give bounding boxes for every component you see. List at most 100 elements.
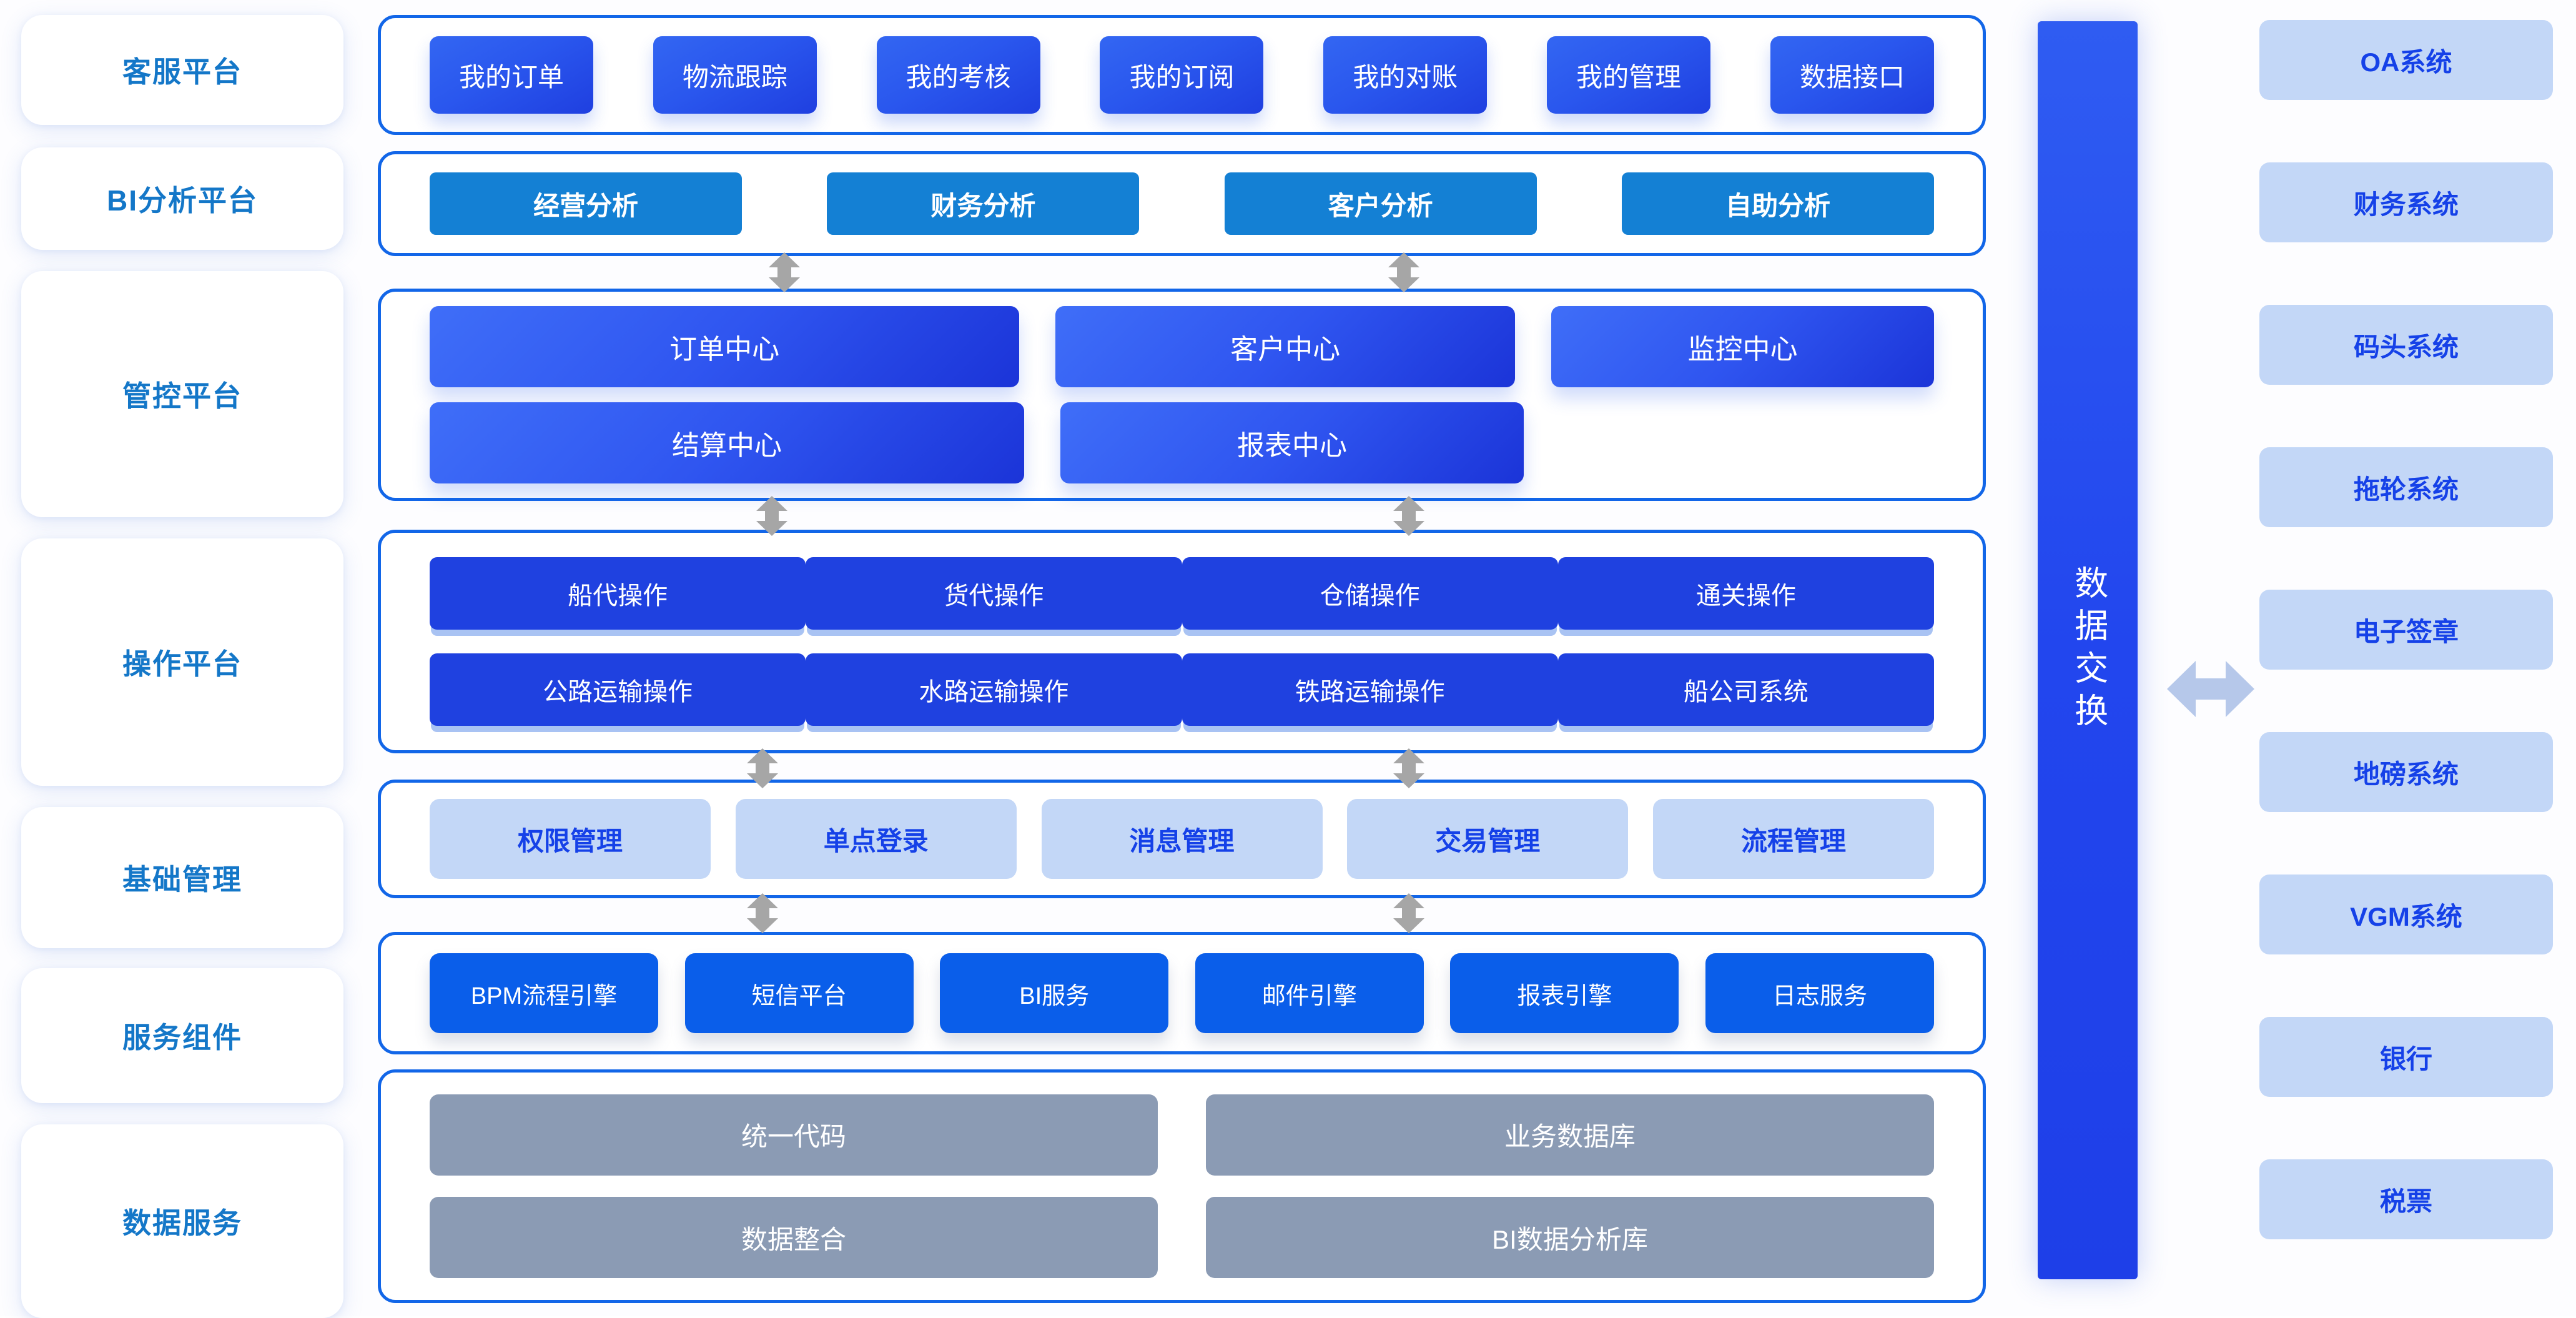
sidebar-item-customer-service[interactable]: 客服平台 (21, 15, 343, 125)
button-my-management[interactable]: 我的管理 (1547, 36, 1711, 114)
double-arrow-exchange-to-systems (2167, 650, 2254, 728)
button-my-subscription[interactable]: 我的订阅 (1100, 36, 1264, 114)
external-system-tugboat[interactable]: 拖轮系统 (2259, 447, 2553, 527)
button-waterway-transport-operation[interactable]: 水路运输操作 (806, 653, 1182, 726)
button-single-sign-on[interactable]: 单点登录 (735, 799, 1017, 879)
sidebar-item-control-platform[interactable]: 管控平台 (21, 271, 343, 517)
button-shipping-company-system[interactable]: 船公司系统 (1557, 653, 1934, 726)
button-label: 水路运输操作 (919, 678, 1069, 706)
button-mail-engine[interactable]: 邮件引擎 (1195, 953, 1424, 1033)
external-system-label: 财务系统 (2353, 189, 2459, 219)
button-label: 交易管理 (1435, 826, 1541, 856)
button-customer-center[interactable]: 客户中心 (1055, 306, 1516, 388)
external-system-label: VGM系统 (2350, 901, 2462, 931)
button-shipping-agency-operation[interactable]: 船代操作 (430, 557, 806, 630)
button-bi-service[interactable]: BI服务 (940, 953, 1169, 1033)
button-financial-analysis[interactable]: 财务分析 (827, 172, 1140, 235)
sidebar-item-bi-platform[interactable]: BI分析平台 (21, 147, 343, 250)
band-operation-platform: 船代操作 货代操作 仓储操作 通关操作 公路运输操作 水路运输操作 铁路运输操作… (378, 530, 1986, 753)
button-label: 报表中心 (1237, 430, 1347, 461)
button-my-orders[interactable]: 我的订单 (430, 36, 593, 114)
button-label: 我的订阅 (1129, 62, 1235, 92)
button-my-assessment[interactable]: 我的考核 (876, 36, 1040, 114)
external-system-bank[interactable]: 银行 (2259, 1017, 2553, 1097)
button-label: 日志服务 (1772, 983, 1867, 1009)
button-permission-management[interactable]: 权限管理 (430, 799, 711, 879)
button-label: 通关操作 (1695, 582, 1796, 610)
button-label: 数据接口 (1799, 62, 1905, 92)
button-label: 货代操作 (944, 582, 1044, 610)
external-system-oa[interactable]: OA系统 (2259, 20, 2553, 100)
external-system-terminal[interactable]: 码头系统 (2259, 305, 2553, 385)
sidebar-item-operation-platform[interactable]: 操作平台 (21, 538, 343, 786)
external-system-label: OA系统 (2360, 47, 2452, 77)
button-label: 自助分析 (1725, 191, 1830, 220)
button-transaction-management[interactable]: 交易管理 (1347, 799, 1629, 879)
data-exchange-bar[interactable]: 数据交换 (2038, 21, 2138, 1279)
button-bi-analysis-database[interactable]: BI数据分析库 (1206, 1197, 1934, 1279)
button-customs-clearance-operation[interactable]: 通关操作 (1557, 557, 1934, 630)
band-customer-service: 我的订单 物流跟踪 我的考核 我的订阅 我的对账 我的管理 数据接口 (378, 15, 1986, 135)
button-warehouse-operation[interactable]: 仓储操作 (1182, 557, 1558, 630)
external-system-label: 拖轮系统 (2353, 474, 2459, 504)
sidebar-item-label: 客服平台 (122, 56, 242, 88)
external-systems-column: OA系统 财务系统 码头系统 拖轮系统 电子签章 地磅系统 VGM系统 银行 税… (2259, 6, 2553, 1293)
external-system-vgm[interactable]: VGM系统 (2259, 875, 2553, 954)
sidebar-item-label: 数据服务 (122, 1207, 242, 1239)
button-label: 物流跟踪 (682, 62, 787, 92)
external-system-finance[interactable]: 财务系统 (2259, 162, 2553, 242)
button-customer-analysis[interactable]: 客户分析 (1224, 172, 1537, 235)
button-business-analysis[interactable]: 经营分析 (430, 172, 742, 235)
button-railway-transport-operation[interactable]: 铁路运输操作 (1182, 653, 1558, 726)
band-data-services: 统一代码 业务数据库 数据整合 BI数据分析库 (378, 1069, 1986, 1303)
button-freight-forwarding-operation[interactable]: 货代操作 (806, 557, 1182, 630)
button-label: 铁路运输操作 (1295, 678, 1445, 706)
button-bpm-process-engine[interactable]: BPM流程引擎 (430, 953, 658, 1033)
button-label: 船代操作 (568, 582, 668, 610)
button-label: 报表引擎 (1517, 983, 1612, 1009)
button-label: 我的管理 (1576, 62, 1682, 92)
button-settlement-center[interactable]: 结算中心 (430, 402, 1024, 483)
external-system-e-signature[interactable]: 电子签章 (2259, 590, 2553, 670)
button-label: 船公司系统 (1683, 678, 1809, 706)
button-report-center[interactable]: 报表中心 (1060, 402, 1524, 483)
band-bi-platform: 经营分析 财务分析 客户分析 自助分析 (378, 151, 1986, 256)
button-sms-platform[interactable]: 短信平台 (684, 953, 914, 1033)
sidebar-item-basic-management[interactable]: 基础管理 (21, 807, 343, 948)
button-process-management[interactable]: 流程管理 (1653, 799, 1934, 879)
button-message-management[interactable]: 消息管理 (1041, 799, 1323, 879)
sidebar-item-label: 管控平台 (122, 380, 242, 412)
button-label: 消息管理 (1129, 826, 1235, 856)
band-basic-management: 权限管理 单点登录 消息管理 交易管理 流程管理 (378, 780, 1986, 898)
button-unified-code[interactable]: 统一代码 (430, 1094, 1158, 1176)
button-label: 权限管理 (517, 826, 623, 856)
button-label: 流程管理 (1740, 826, 1846, 856)
button-data-interface[interactable]: 数据接口 (1770, 36, 1934, 114)
button-label: 客户分析 (1328, 191, 1433, 220)
button-label: 我的考核 (906, 62, 1011, 92)
button-label: BI数据分析库 (1492, 1224, 1648, 1254)
button-order-center[interactable]: 订单中心 (430, 306, 1020, 388)
button-self-service-analysis[interactable]: 自助分析 (1621, 172, 1934, 235)
sidebar-item-label: 基础管理 (122, 863, 242, 896)
button-label: 订单中心 (669, 334, 780, 365)
sidebar-item-data-services[interactable]: 数据服务 (21, 1124, 343, 1318)
band-service-components: BPM流程引擎 短信平台 BI服务 邮件引擎 报表引擎 日志服务 (378, 932, 1986, 1054)
button-label: 结算中心 (672, 430, 782, 461)
button-report-engine[interactable]: 报表引擎 (1450, 953, 1679, 1033)
sidebar-item-service-components[interactable]: 服务组件 (21, 968, 343, 1103)
external-system-label: 税票 (2379, 1186, 2432, 1216)
button-label: 公路运输操作 (543, 678, 693, 706)
button-business-database[interactable]: 业务数据库 (1206, 1094, 1934, 1176)
button-data-integration[interactable]: 数据整合 (430, 1197, 1158, 1279)
button-log-service[interactable]: 日志服务 (1705, 953, 1934, 1033)
button-road-transport-operation[interactable]: 公路运输操作 (430, 653, 806, 726)
button-logistics-tracking[interactable]: 物流跟踪 (653, 36, 817, 114)
external-system-label: 电子签章 (2353, 617, 2459, 647)
external-system-tax-invoice[interactable]: 税票 (2259, 1159, 2553, 1239)
external-system-weighbridge[interactable]: 地磅系统 (2259, 732, 2553, 812)
button-label: BPM流程引擎 (470, 983, 618, 1009)
button-my-reconciliation[interactable]: 我的对账 (1323, 36, 1488, 114)
button-monitoring-center[interactable]: 监控中心 (1551, 306, 1934, 388)
button-label: BI服务 (1019, 983, 1090, 1009)
